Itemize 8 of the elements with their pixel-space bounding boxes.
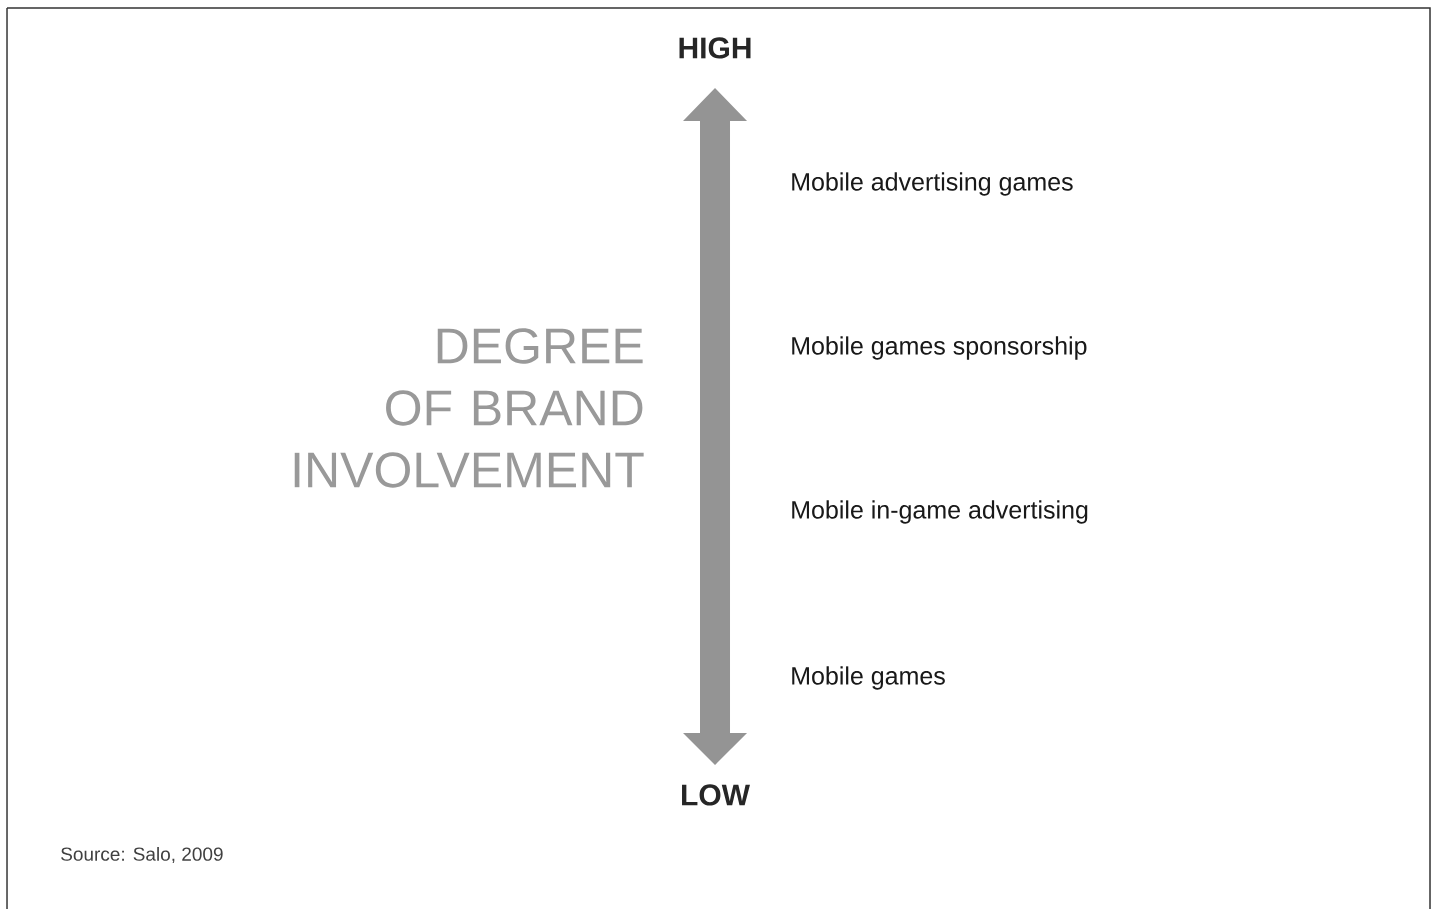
item-label: Mobile in-game advertising (792, 500, 1088, 524)
source-note: Source: Salo, 2009 (61, 846, 223, 864)
end-label: HIGH (679, 37, 751, 59)
item-label: Mobile advertising games (792, 172, 1073, 196)
end-label: LOW (682, 784, 750, 806)
item-label: Mobile games (792, 666, 945, 690)
axis-title: DEGREE OF BRAND INVOLVEMENT (294, 328, 644, 488)
item-label: Mobile games sponsorship (792, 336, 1087, 360)
